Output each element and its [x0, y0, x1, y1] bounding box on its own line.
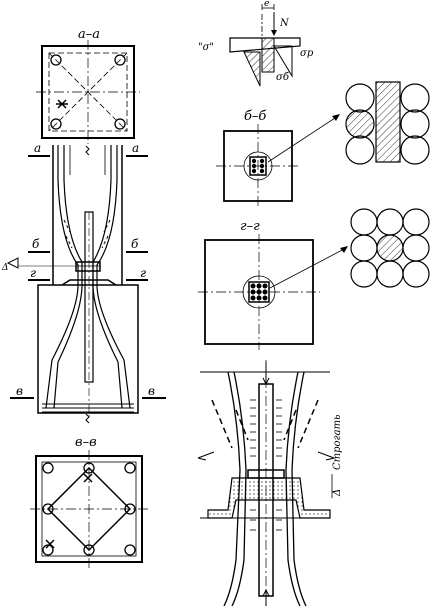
- joint-detail: Строгать Δ: [197, 360, 343, 606]
- eccentricity-label: e: [264, 0, 269, 9]
- column-elevation: а а б б Δ г: [1, 141, 166, 424]
- foundation-rebar: [42, 284, 134, 413]
- column-rebar: [57, 145, 118, 285]
- cut-mark-a-left: а: [34, 141, 41, 155]
- cut-mark-g-right: г: [140, 266, 146, 280]
- section-g-g-title: г–г: [240, 219, 260, 234]
- section-v-v: в–в: [30, 435, 148, 568]
- cut-mark-b-right: б: [131, 237, 139, 251]
- stress-b-label: σб: [276, 72, 290, 83]
- joint-ring: [75, 261, 101, 272]
- stress-p-label: σр: [300, 48, 314, 59]
- axial-force-label: N: [279, 18, 290, 29]
- cut-mark-b-left: б: [32, 237, 40, 251]
- cut-mark-v-right: в: [148, 384, 155, 398]
- strogat-label: Строгать: [332, 415, 343, 471]
- section-b-b-title: б–б: [244, 109, 266, 124]
- cut-mark-a-right: а: [132, 141, 139, 155]
- detail-b-bars: [345, 81, 430, 165]
- section-g-g: г–г: [198, 219, 348, 350]
- section-v-v-title: в–в: [75, 435, 97, 450]
- delta-label: Δ: [332, 489, 343, 497]
- section-a-a: а–а: [36, 27, 140, 144]
- cut-mark-v-left: в: [16, 384, 23, 398]
- rebar-circles-a: [50, 54, 126, 130]
- section-a-a-title: а–а: [78, 27, 100, 42]
- detail-g-bars: [350, 208, 430, 288]
- section-b-b: б–б: [216, 109, 340, 208]
- cut-mark-g-left: г: [30, 266, 36, 280]
- stress-diagram: e N "σ" σр σб: [198, 0, 314, 87]
- delta-mark: Δ: [1, 263, 9, 273]
- rebar-circles-v: [42, 462, 136, 556]
- zone-label: "σ": [198, 42, 214, 53]
- foundation-block: [37, 284, 139, 414]
